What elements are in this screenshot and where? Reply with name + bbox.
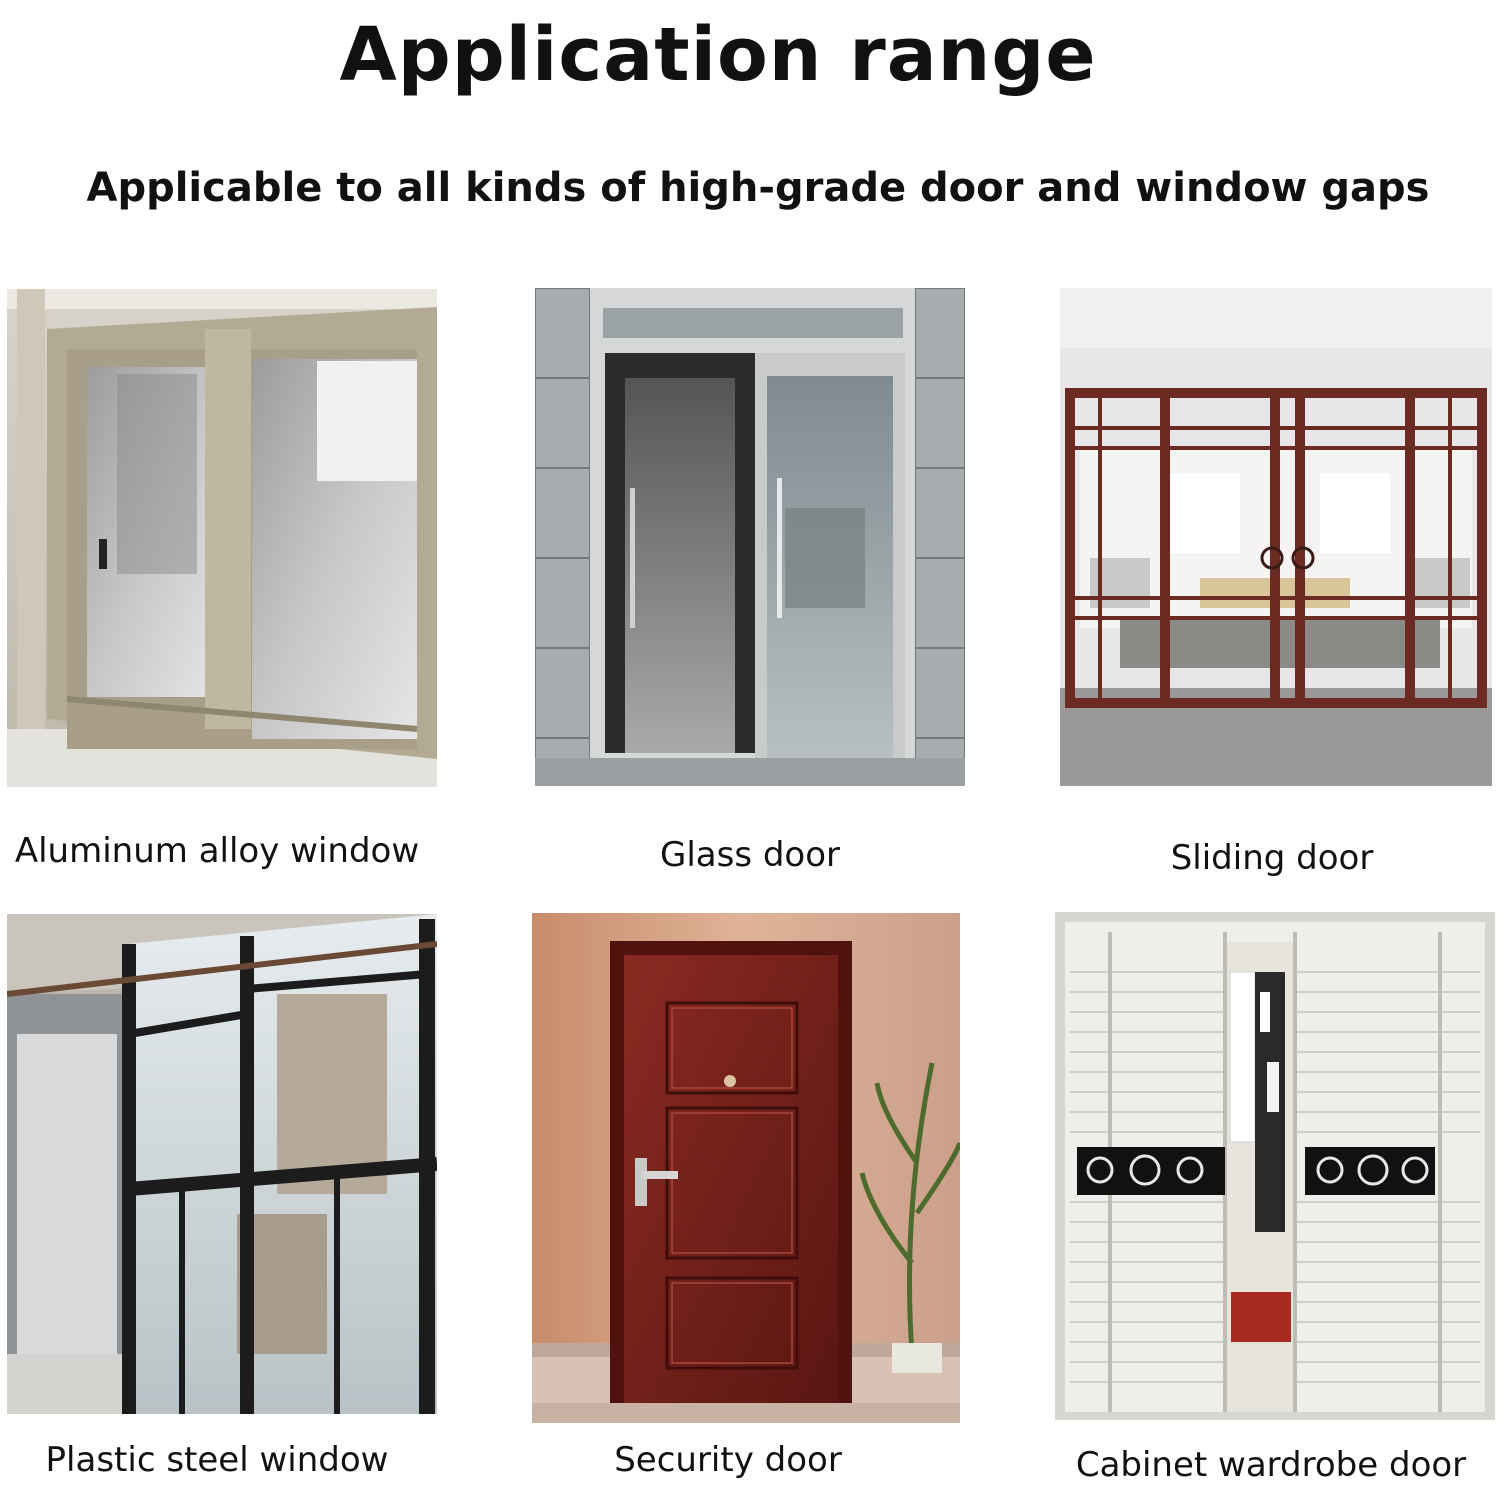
- page-title: Application range: [339, 12, 1097, 98]
- caption-cabinet-wardrobe-door: Cabinet wardrobe door: [1075, 1445, 1467, 1485]
- caption-sliding-door: Sliding door: [1170, 838, 1374, 878]
- page-subtitle: Applicable to all kinds of high-grade do…: [86, 165, 1430, 211]
- aluminum-window-photo: [7, 289, 437, 787]
- caption-security-door: Security door: [614, 1440, 842, 1480]
- caption-plastic-steel-window: Plastic steel window: [45, 1440, 389, 1480]
- caption-aluminum-alloy-window: Aluminum alloy window: [14, 831, 420, 871]
- plastic-steel-window-photo: [7, 914, 437, 1414]
- wardrobe-door-photo: [1055, 912, 1495, 1420]
- glass-door-photo: [535, 288, 965, 786]
- caption-glass-door: Glass door: [659, 835, 841, 875]
- sliding-door-photo: [1060, 288, 1492, 786]
- security-door-photo: [532, 913, 960, 1423]
